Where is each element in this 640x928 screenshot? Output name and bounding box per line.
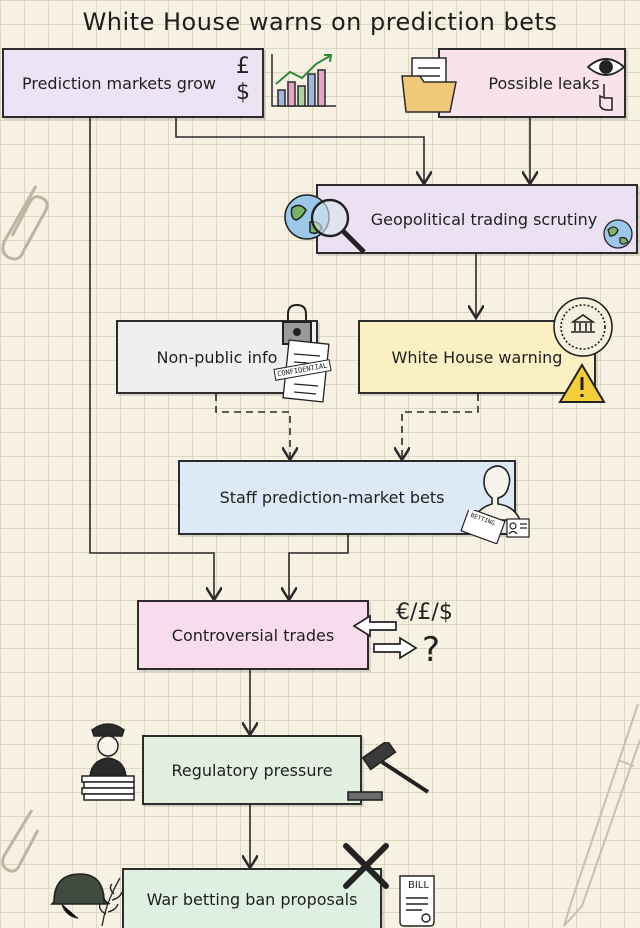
- node-label: Possible leaks: [488, 73, 600, 93]
- node-label: Geopolitical trading scrutiny: [370, 209, 598, 229]
- currency-text: €/£/$: [396, 600, 453, 625]
- small-globe-icon: [603, 219, 633, 249]
- question-mark: ?: [422, 630, 441, 670]
- currency-symbols-icon: £$: [236, 54, 250, 105]
- bill-scroll-icon: [399, 875, 435, 927]
- connector-warning-to-staff: [402, 394, 479, 460]
- connector-staff-to-controversial: [289, 535, 349, 600]
- paperclip-icon: [1, 185, 49, 261]
- gavel-icon: [347, 742, 430, 801]
- helmet-icon: [50, 873, 108, 919]
- bill-label: BILL: [408, 880, 429, 891]
- ticket-icon: [460, 510, 506, 544]
- node-possible-leaks[interactable]: Possible leaks: [438, 48, 626, 118]
- pen-icon: [563, 703, 640, 927]
- bar-chart-icon: [271, 54, 336, 107]
- node-label: Staff prediction-market bets: [219, 488, 445, 507]
- cross-icon: [343, 843, 389, 889]
- node-controversial-trades[interactable]: Controversial trades: [137, 600, 369, 670]
- node-prediction-markets-grow[interactable]: Prediction markets grow: [2, 48, 264, 118]
- id-card-icon: [506, 518, 530, 538]
- officer-icon: [81, 723, 135, 801]
- warning-icon: [558, 363, 606, 403]
- connector-markets-to-geo: [175, 118, 424, 184]
- node-regulatory-pressure[interactable]: Regulatory pressure: [142, 735, 362, 805]
- diagram-title: White House warns on prediction bets: [82, 8, 558, 36]
- node-label: Regulatory pressure: [171, 760, 333, 780]
- hand-icon: [599, 84, 613, 111]
- node-label: Non-public info: [156, 347, 278, 367]
- connector-markets-to-controversial: [89, 118, 214, 600]
- magnifier-icon: [310, 198, 366, 254]
- seal-icon: [553, 297, 613, 357]
- node-label: Prediction markets grow: [21, 73, 217, 93]
- eye-icon: [586, 58, 626, 76]
- folder-icon: [401, 57, 457, 113]
- node-label: Controversial trades: [171, 625, 335, 645]
- exchange-arrows-icon: [352, 614, 418, 660]
- connector-nonpublic-to-staff: [215, 394, 290, 460]
- paperclip-icon: [1, 809, 40, 873]
- person-icon: [472, 465, 522, 521]
- olive-branch-icon: [98, 877, 123, 927]
- node-label: War betting ban proposals: [146, 889, 358, 909]
- node-label: White House warning: [391, 347, 563, 367]
